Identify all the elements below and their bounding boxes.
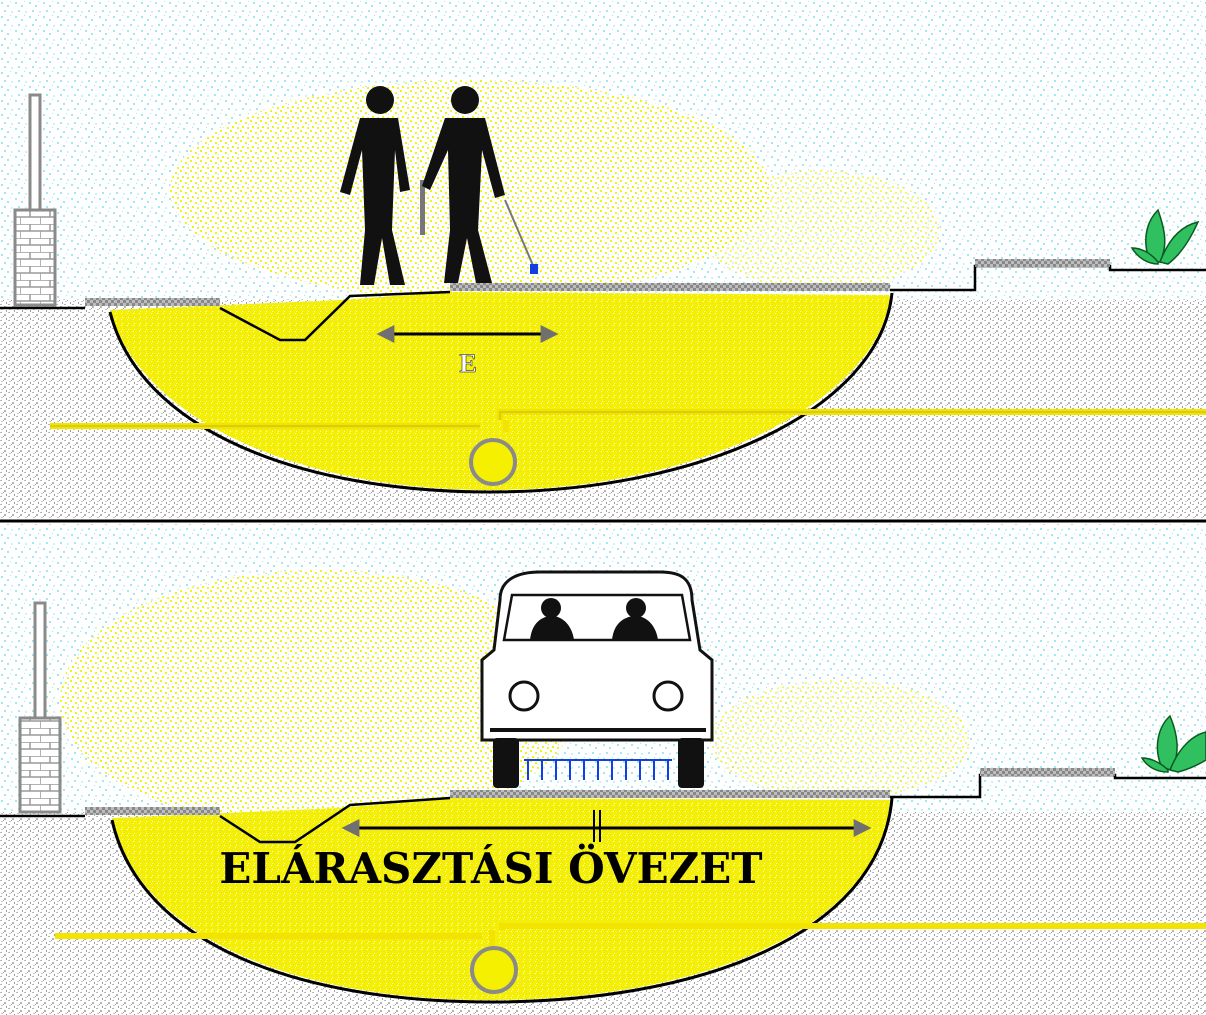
distance-label: E [459,349,476,378]
flood-zone-label: ELÁRASZTÁSI ÖVEZET [219,842,762,893]
sidewalk-left [85,807,220,815]
sidewalk-right [975,259,1110,267]
gas-cloud [700,170,940,290]
bottom-panel: ELÁRASZTÁSI ÖVEZET [0,524,1206,1015]
gas-cloud [710,680,970,800]
sidewalk-right [980,768,1115,776]
road-surface [450,790,890,798]
top-panel: E [0,0,1206,518]
main-pipe [472,948,516,992]
main-pipe [471,440,515,484]
road-surface [450,283,890,291]
sidewalk-left [85,298,220,306]
